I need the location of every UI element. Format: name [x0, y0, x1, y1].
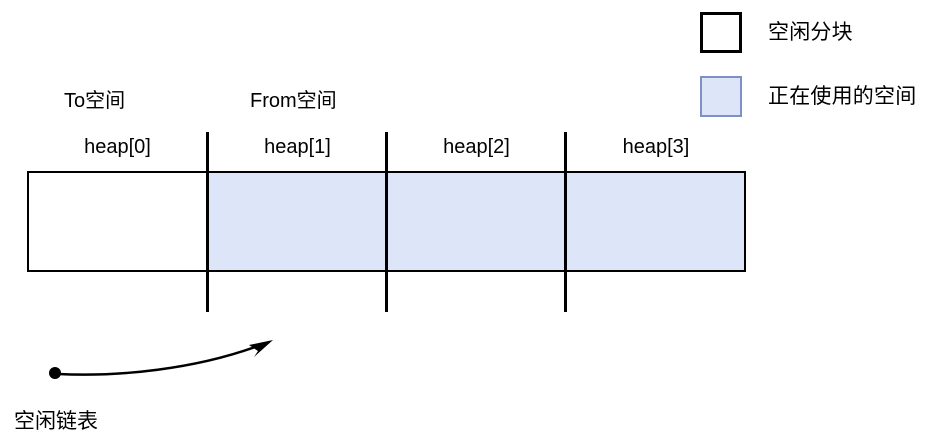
heap-cell-2 [387, 173, 566, 270]
legend-label-in-use-space: 正在使用的空间 [768, 85, 917, 108]
heap-cell-label-1: heap[1] [264, 136, 331, 158]
heap-divider-3 [564, 132, 567, 312]
caption-to-space: To空间 [64, 90, 126, 112]
heap-divider-1 [206, 132, 209, 312]
legend-swatch-free-block [700, 12, 742, 53]
legend-label-free-block: 空闲分块 [768, 21, 853, 44]
heap-cell-1 [208, 173, 387, 270]
heap-divider-2 [385, 132, 388, 312]
heap-bar [27, 171, 746, 272]
heap-cell-label-0: heap[0] [84, 136, 151, 158]
free-list-arrow-icon [49, 340, 273, 379]
legend-item-free-block: 空闲分块 [700, 12, 853, 53]
legend-swatch-in-use-space [700, 76, 742, 117]
heap-cell-label-3: heap[3] [622, 136, 690, 158]
heap-cell-label-2: heap[2] [443, 136, 510, 158]
heap-cell-3 [566, 173, 744, 270]
legend-item-in-use-space: 正在使用的空间 [700, 76, 916, 117]
free-list-caption: 空闲链表 [14, 410, 98, 433]
caption-from-space: From空间 [250, 90, 337, 112]
heap-cell-0 [29, 173, 208, 270]
